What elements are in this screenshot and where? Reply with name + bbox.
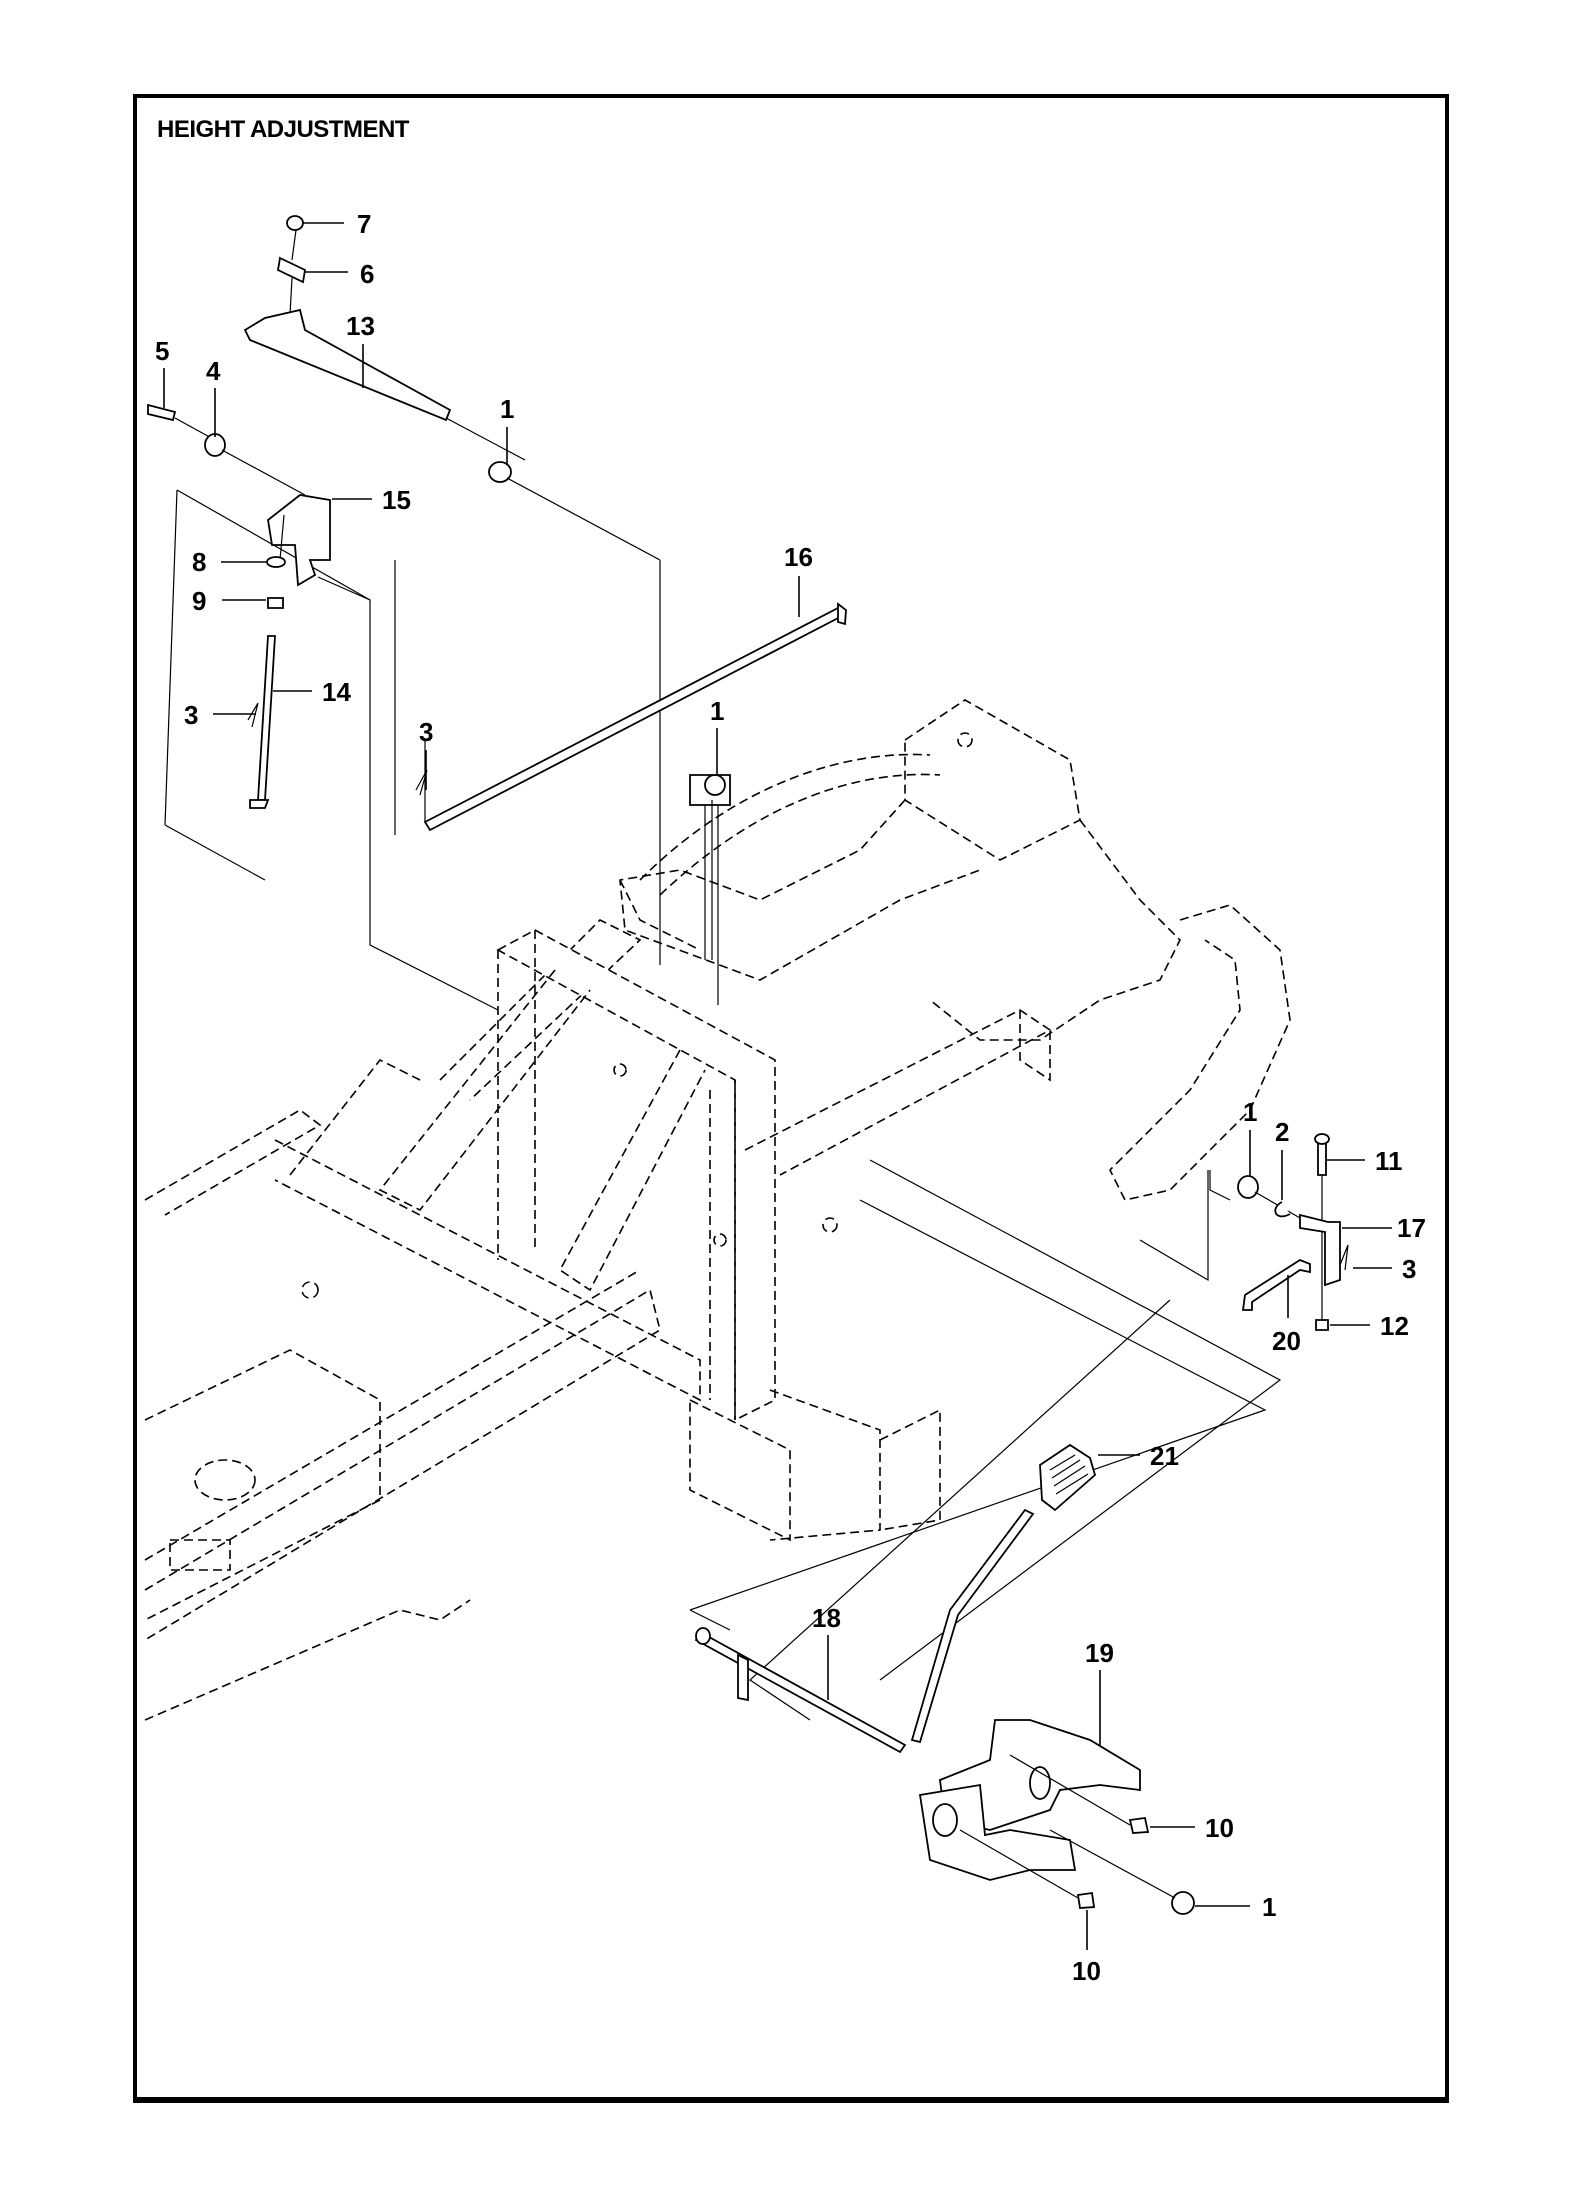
right-cluster <box>1237 1133 1349 1331</box>
callout-7: 7 <box>357 209 371 239</box>
callout-1: 1 <box>1262 1892 1276 1922</box>
callout-17: 17 <box>1397 1213 1426 1243</box>
callout-13: 13 <box>346 311 375 341</box>
pin-part-6 <box>277 256 306 284</box>
callout-10: 10 <box>1072 1956 1101 1986</box>
page-title: HEIGHT ADJUSTMENT <box>157 116 409 143</box>
callout-4: 4 <box>206 356 221 386</box>
bolt-part-10a <box>1128 1816 1150 1834</box>
rod-part-16 <box>423 606 844 832</box>
bolt-part-11 <box>1317 1139 1327 1176</box>
callout-8: 8 <box>192 547 206 577</box>
callout-20: 20 <box>1272 1326 1301 1356</box>
callout-14: 14 <box>322 677 351 707</box>
clip-part-2 <box>1274 1201 1291 1218</box>
callout-16: 16 <box>784 542 813 572</box>
bushing-part-1a <box>488 461 512 483</box>
callout-3: 3 <box>419 717 433 747</box>
nut-part-12 <box>1315 1319 1329 1331</box>
clip-part-3c <box>1339 1244 1349 1271</box>
callout-labels: 7 6 13 5 4 1 15 16 8 9 14 3 3 1 1 2 11 1… <box>155 209 1426 1986</box>
callout-10: 10 <box>1205 1813 1234 1843</box>
lever-part-21 <box>910 1508 1035 1744</box>
chassis-frame-dashed <box>144 699 1291 1721</box>
upper-linkage <box>147 215 847 960</box>
bushing-part-1b <box>704 774 726 796</box>
shaft-part-18 <box>694 1630 907 1754</box>
bushing-part-1c <box>1237 1175 1259 1199</box>
callout-3: 3 <box>1402 1254 1416 1284</box>
callout-1: 1 <box>710 696 724 726</box>
lever-part-20 <box>1241 1258 1311 1311</box>
callout-11: 11 <box>1375 1146 1403 1176</box>
callout-leaders <box>163 222 1392 1950</box>
callout-6: 6 <box>360 259 374 289</box>
diagram-frame <box>133 94 1449 2103</box>
bushing-part-1d <box>1171 1891 1195 1915</box>
callout-18: 18 <box>812 1603 841 1633</box>
callout-1: 1 <box>1243 1097 1257 1127</box>
nut-part-9 <box>267 597 284 609</box>
rod-part-13 <box>243 308 452 422</box>
nut-part-7 <box>286 215 304 231</box>
callout-15: 15 <box>382 485 411 515</box>
callout-12: 12 <box>1380 1311 1409 1341</box>
washer-part-4 <box>204 433 226 457</box>
callout-5: 5 <box>155 336 169 366</box>
callout-21: 21 <box>1150 1441 1179 1471</box>
clip-part-3a <box>247 702 259 728</box>
bolt-part-10b <box>1076 1891 1096 1909</box>
bracket-part-17 <box>1299 1213 1341 1287</box>
pedal-assembly <box>694 1443 1195 1915</box>
callout-1: 1 <box>500 394 514 424</box>
callout-3: 3 <box>184 700 198 730</box>
bolt-part-5 <box>147 403 177 422</box>
callout-2: 2 <box>1275 1117 1289 1147</box>
washer-part-8 <box>266 556 286 568</box>
callout-19: 19 <box>1085 1638 1114 1668</box>
rod-part-14 <box>257 635 276 801</box>
callout-9: 9 <box>192 586 206 616</box>
